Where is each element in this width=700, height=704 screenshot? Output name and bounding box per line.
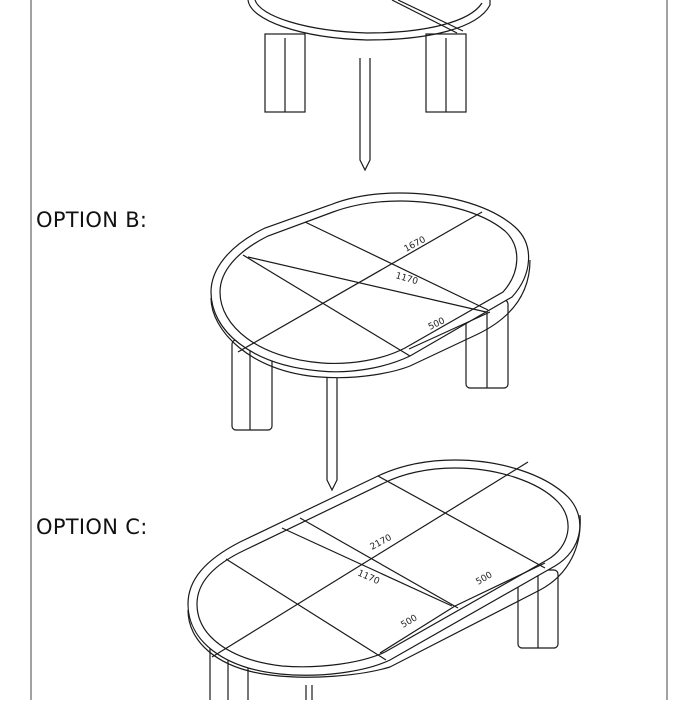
seam-left-b xyxy=(242,254,411,357)
split-line-a-2 xyxy=(397,0,464,32)
table-top-inner-c xyxy=(196,467,569,668)
dim-line-length-c xyxy=(211,461,529,658)
seam-right-b xyxy=(304,221,489,311)
center-leg-c xyxy=(305,685,313,700)
split-line-a xyxy=(391,0,458,34)
table-edge-c xyxy=(187,514,581,678)
seam-3-c xyxy=(377,475,546,569)
table-top-outer-c xyxy=(187,459,581,676)
table-option-b xyxy=(210,192,531,492)
seam-1-c xyxy=(225,558,387,661)
table-top-inner-b xyxy=(219,200,518,364)
table-top-outer-a xyxy=(247,0,491,41)
dim-line-diameter-b xyxy=(247,256,487,313)
table-option-a xyxy=(247,0,491,172)
dim-line-leaf-left-c xyxy=(379,605,456,654)
dim-line-length-b xyxy=(237,211,483,353)
dim-line-leaf-b xyxy=(408,311,491,350)
table-top-outer-b xyxy=(210,192,530,373)
center-leg-b xyxy=(326,378,338,492)
option-b-label: OPTION B: xyxy=(36,208,148,232)
table-option-c xyxy=(187,459,581,704)
seam-2-c xyxy=(299,517,459,609)
table-edge-b xyxy=(210,259,531,379)
center-leg-a xyxy=(359,58,371,172)
dim-line-leaf-right-c xyxy=(454,562,546,607)
dim-line-diameter-c xyxy=(281,527,453,607)
table-top-inner-a xyxy=(254,0,483,34)
option-c-label: OPTION C: xyxy=(36,515,148,539)
